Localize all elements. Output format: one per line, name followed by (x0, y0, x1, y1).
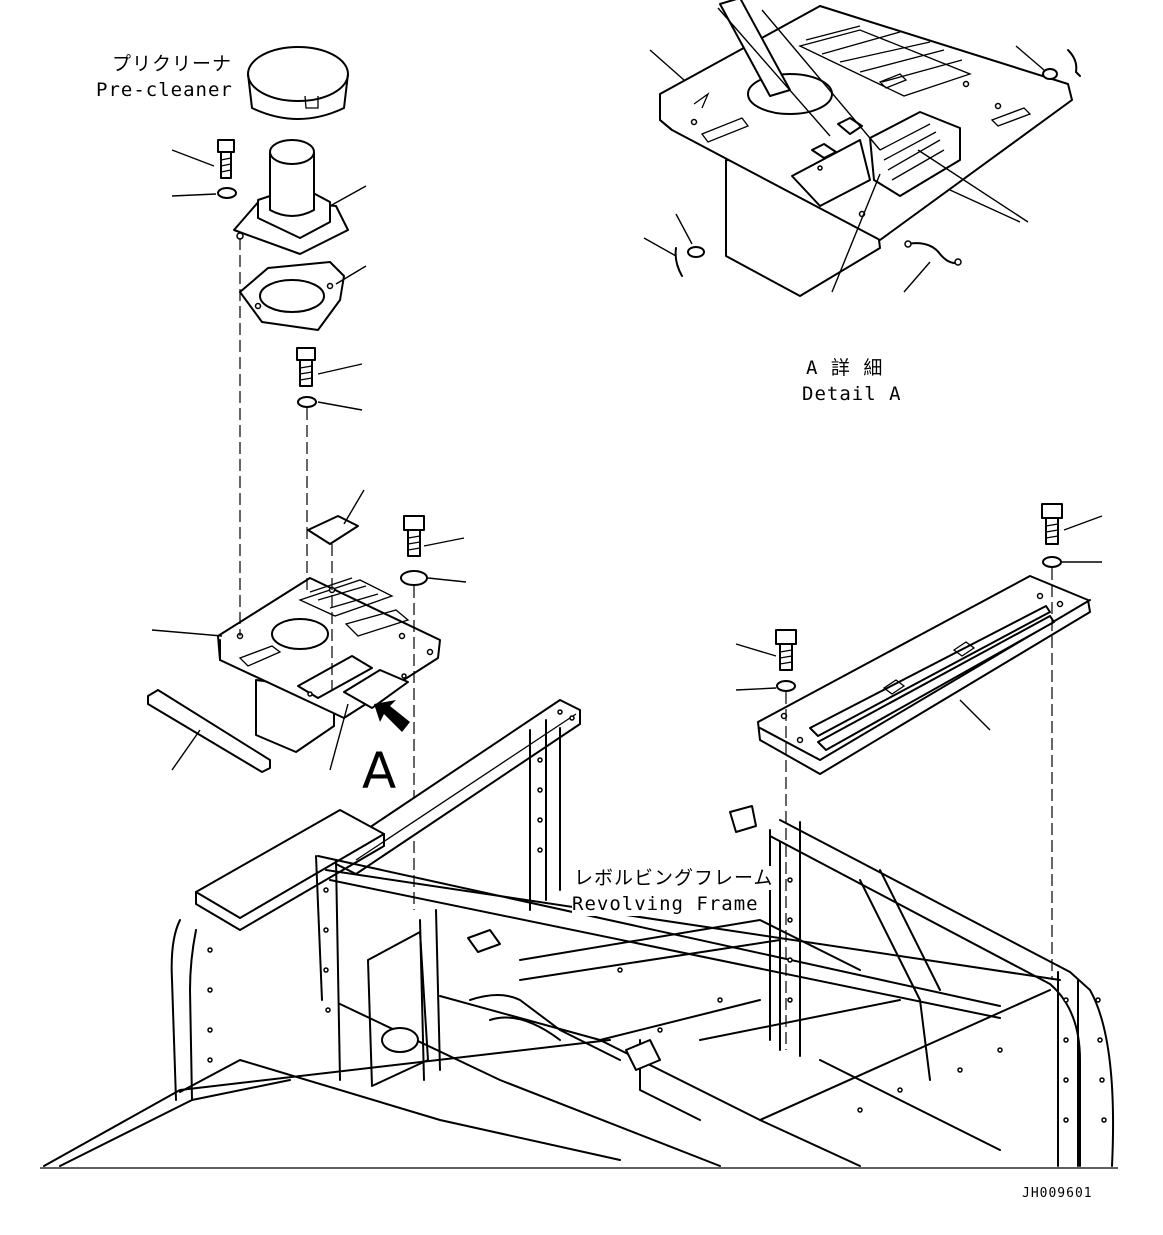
cover-plate-left (217, 577, 441, 753)
detail-a-clip-right (1067, 49, 1081, 77)
washer-mid (297, 396, 317, 408)
drawing-code: JH009601 (1022, 1186, 1093, 1201)
seal-strip (147, 689, 271, 773)
pre-cleaner-cap (247, 46, 349, 120)
detail-a-washer-left (687, 246, 705, 258)
bolt-far-right (1041, 503, 1063, 545)
detail-a-wire (904, 240, 962, 266)
detail-label-jp: A 詳 細 (806, 357, 884, 379)
revolving-frame (43, 699, 1115, 1167)
bolt-mid (296, 347, 316, 387)
view-marker-a: A (362, 742, 397, 800)
washer-right-plate (776, 680, 796, 692)
detail-a-clip-left (674, 247, 683, 277)
precleaner-label-jp: プリクリーナ (112, 53, 233, 75)
precleaner-label-en: Pre-cleaner (96, 79, 233, 101)
washer-top-left (217, 187, 237, 199)
detail-a-cover-plate (659, 5, 1073, 297)
intake-pipe-assembly (233, 139, 349, 255)
frame-label-jp: レボルビングフレーム (574, 866, 774, 890)
bolt-right-of-cover (403, 515, 425, 557)
floor-plate-right (757, 575, 1091, 775)
bolt-right-plate (775, 629, 797, 671)
detail-a-washer-right (1042, 68, 1058, 80)
gasket (239, 261, 345, 331)
washer-far-right (1042, 556, 1062, 568)
bolt-top-left (217, 139, 235, 179)
frame-label-en: Revolving Frame (572, 892, 759, 916)
view-arrow (374, 700, 410, 732)
detail-label-en: Detail A (802, 383, 902, 405)
washer-large (400, 570, 428, 586)
small-plate (307, 515, 359, 545)
alignment-lines (239, 238, 1053, 1050)
leader-lines (151, 7, 1103, 771)
